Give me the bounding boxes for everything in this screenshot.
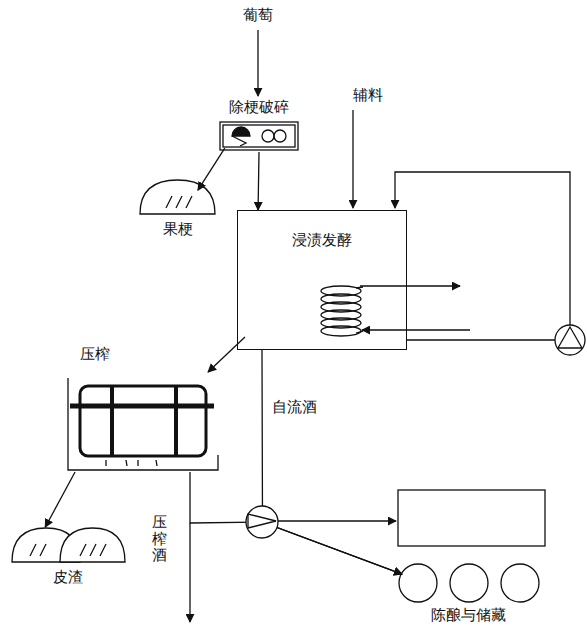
process-node: 果梗 bbox=[135, 182, 220, 240]
cooling-pipe bbox=[360, 285, 460, 286]
flow-connector bbox=[208, 337, 245, 372]
flow-connector bbox=[190, 472, 402, 574]
storage-tank bbox=[398, 490, 545, 546]
flow-connector bbox=[45, 472, 75, 527]
connector-label: 压榨酒 bbox=[152, 514, 167, 564]
pipe bbox=[278, 520, 396, 521]
feed-arrow bbox=[257, 30, 258, 96]
flow-connector bbox=[257, 152, 259, 210]
process-node: 陈酿与储藏 bbox=[392, 562, 544, 626]
flow-connector bbox=[262, 350, 402, 574]
node-label: 除梗破碎 bbox=[229, 98, 289, 116]
pump-symbol bbox=[246, 506, 278, 538]
node-label: 浸渍发酵 bbox=[292, 231, 352, 249]
process-node: 皮渣 bbox=[8, 522, 128, 588]
pipe bbox=[189, 523, 190, 622]
free-label: 辅料 bbox=[353, 86, 383, 104]
process-node: 压榨 bbox=[60, 343, 220, 475]
node-label: 果梗 bbox=[163, 220, 193, 238]
pipe bbox=[395, 172, 570, 325]
pump-symbol bbox=[248, 514, 276, 528]
pump-symbol bbox=[555, 325, 585, 355]
connector-label: 自流酒 bbox=[272, 398, 317, 416]
pump-symbol bbox=[558, 327, 582, 348]
node-label: 压榨 bbox=[80, 345, 110, 363]
flow-connector bbox=[198, 148, 225, 190]
process-node: 除梗破碎 bbox=[214, 98, 304, 152]
node-label: 皮渣 bbox=[53, 568, 83, 586]
pipe bbox=[407, 339, 555, 340]
cooling-pipe bbox=[362, 329, 470, 330]
process-node: 浸渍发酵 bbox=[237, 210, 407, 350]
node-label: 陈酿与储藏 bbox=[431, 606, 506, 624]
free-label: 葡萄 bbox=[243, 6, 273, 24]
feed-arrow bbox=[352, 110, 353, 208]
